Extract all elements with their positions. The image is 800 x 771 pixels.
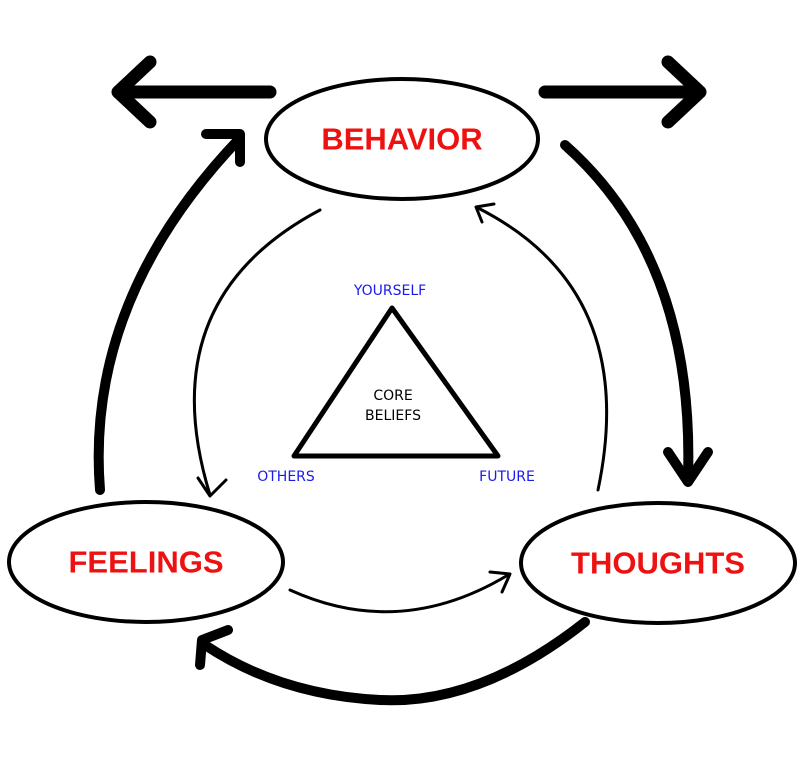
core-beliefs-line2: BELIEFS	[365, 408, 421, 424]
feelings-ellipse	[7, 500, 285, 624]
outer-arrowhead-thoughts	[663, 447, 713, 487]
corner-label-others: OTHERS	[257, 469, 315, 485]
core-beliefs-triangle	[291, 305, 501, 459]
inner-arrow-thoughts-to-behavior	[476, 206, 609, 492]
inner-arrow-feelings-to-thoughts	[288, 573, 510, 614]
behavior-label: BEHAVIOR	[321, 122, 482, 157]
outward-arrow-right	[538, 55, 707, 129]
inner-arrowhead-behavior	[474, 202, 496, 224]
thoughts-ellipse	[519, 501, 797, 625]
inner-arrow-behavior-to-feelings	[192, 208, 322, 497]
core-beliefs-line1: CORE	[373, 388, 412, 404]
feelings-label: FEELINGS	[68, 545, 223, 580]
thoughts-label: THOUGHTS	[571, 546, 745, 581]
corner-label-yourself: YOURSELF	[353, 283, 426, 299]
outer-arrowhead-feelings	[195, 625, 233, 670]
inner-arrowhead-thoughts	[488, 570, 512, 594]
outer-arrowhead-behavior	[201, 129, 245, 167]
outer-arrow-feelings-to-behavior	[93, 133, 245, 495]
behavior-ellipse	[264, 77, 540, 201]
outward-arrow-left	[111, 55, 277, 129]
outer-arrow-behavior-to-thoughts	[560, 140, 694, 483]
corner-label-future: FUTURE	[479, 469, 535, 485]
outer-arrow-thoughts-to-feelings	[200, 617, 590, 706]
inner-arrowhead-feelings	[196, 476, 228, 498]
